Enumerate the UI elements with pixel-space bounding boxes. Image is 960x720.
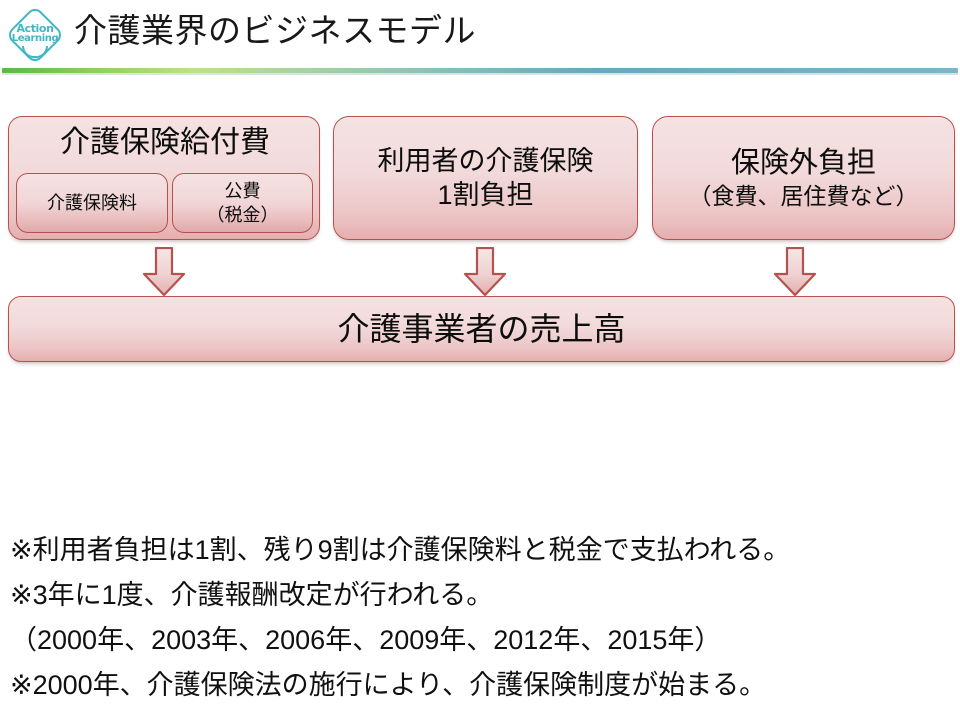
- box-hokengai-line2: （食費、居住費など）: [688, 183, 919, 209]
- box-riyousha-line2: 1割負担: [437, 180, 534, 210]
- box-kaigo-hoken-kyufuhi: 介護保険給付費 介護保険料 公費 （税金）: [8, 116, 320, 240]
- box-hokengai-futan-text: 保険外負担 （食費、居住費など）: [689, 145, 919, 211]
- box-hokengai-futan: 保険外負担 （食費、居住費など）: [652, 116, 955, 240]
- subbox-kohi-zeikin-text: 公費 （税金）: [207, 179, 279, 227]
- box-kaigo-hoken-kyufuhi-title: 介護保険給付費: [60, 126, 270, 159]
- box-riyousha-ichiwari-futan: 利用者の介護保険 1割負担: [333, 116, 638, 240]
- note-line-2: ※3年に1度、介護報酬改定が行われる。: [10, 580, 494, 610]
- slide-header: Action Learning 介護業界のビジネスモデル: [0, 0, 960, 75]
- box-hokengai-line1: 保険外負担: [730, 147, 876, 179]
- logo-text-line1: Action: [16, 22, 54, 35]
- page-title: 介護業界のビジネスモデル: [74, 12, 476, 49]
- subbox-kaigo-hokenryo-label: 介護保険料: [47, 193, 137, 213]
- subbox-kaigo-hokenryo: 介護保険料: [16, 173, 168, 233]
- box-kaigo-jigyousha-uriagedaka-label: 介護事業者の売上高: [337, 311, 626, 347]
- down-arrow-icon-1: [141, 247, 187, 297]
- logo-text-line2: Learning: [11, 33, 59, 44]
- down-arrow-icon-2: [462, 247, 508, 297]
- subbox-kohi-zeikin-line2: （税金）: [206, 205, 279, 225]
- note-line-1: ※利用者負担は1割、残り9割は介護保険料と税金で支払われる。: [10, 535, 791, 565]
- box-riyousha-ichiwari-futan-text: 利用者の介護保険 1割負担: [378, 144, 594, 212]
- subbox-kohi-zeikin: 公費 （税金）: [172, 173, 313, 233]
- header-divider-shadow: [2, 73, 958, 75]
- action-learning-logo: Action Learning: [5, 5, 65, 65]
- subbox-kohi-zeikin-line1: 公費: [224, 181, 261, 201]
- note-line-3: （2000年、2003年、2006年、2009年、2012年、2015年）: [10, 625, 722, 655]
- box-riyousha-line1: 利用者の介護保険: [377, 146, 594, 176]
- note-line-4: ※2000年、介護保険法の施行により、介護保険制度が始まる。: [10, 670, 767, 700]
- down-arrow-icon-3: [772, 247, 818, 297]
- notes-block: ※利用者負担は1割、残り9割は介護保険料と税金で支払われる。 ※3年に1度、介護…: [10, 528, 956, 708]
- box-kaigo-jigyousha-uriagedaka: 介護事業者の売上高: [8, 296, 955, 362]
- header-divider: [2, 68, 958, 73]
